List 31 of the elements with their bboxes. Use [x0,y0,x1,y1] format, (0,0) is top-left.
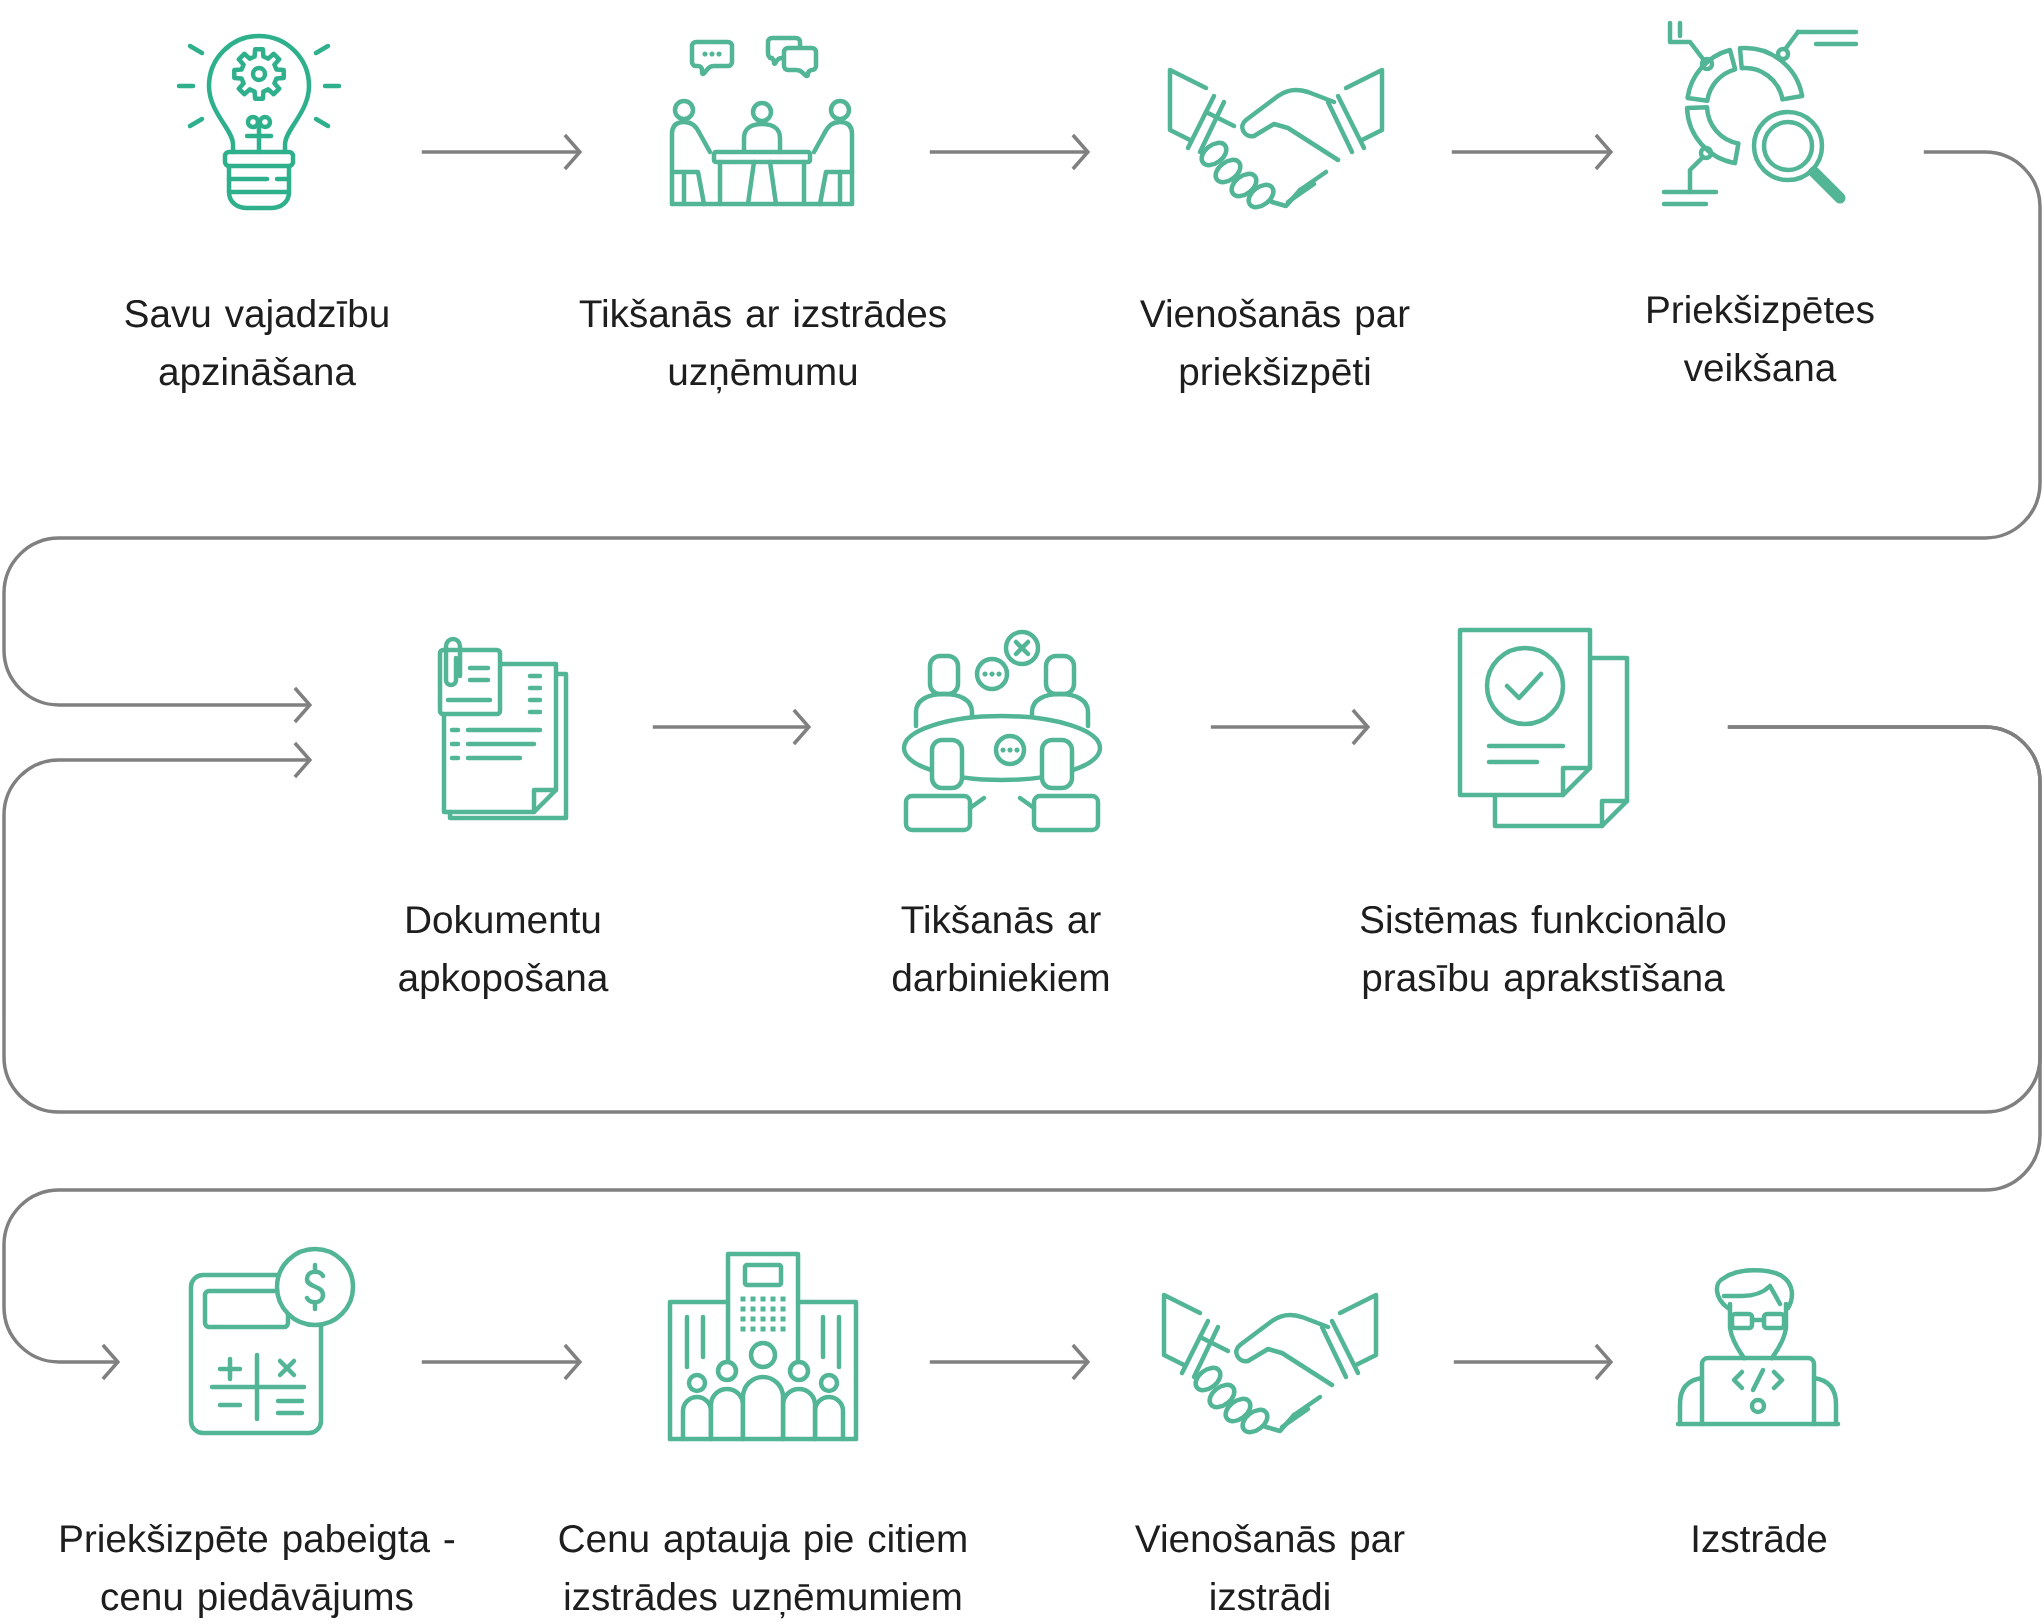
step-label: Tikšanās ar izstrādes uzņēmumu [579,298,946,394]
arrow [2,150,2042,724]
step-label: Izstrāde [1693,1524,1827,1553]
lightbulb-icon [176,33,342,211]
step-label: Priekšizpētes veikšana [1648,294,1874,382]
meeting-icon [669,35,855,207]
step-label: Priekšizpēte pabeigta - cenu piedāvājums [61,1523,455,1618]
calculator-icon [188,1246,356,1436]
arrow [1451,133,1614,171]
documents-icon [437,636,569,821]
round-table-meeting-icon [901,629,1103,833]
arrow [652,708,812,746]
developer-icon [1675,1268,1841,1427]
step-label: Dokumentu apkopošana [399,905,609,999]
step-label: Tikšanās ar darbiniekiem [892,904,1109,992]
office-building-icon [667,1251,859,1442]
arrow [2,725,2042,1381]
step-label: Vienošanās par priekšizpēti [1140,298,1410,393]
analytics-icon [1661,20,1859,207]
handshake-icon [1161,1292,1379,1435]
step-label: Vienošanās par izstrādi [1135,1523,1405,1611]
step-label: Cenu aptauja pie citiem izstrādes uzņēmumiem [559,1524,966,1619]
arrow [929,1343,1091,1381]
arrow [929,133,1091,171]
handshake-icon [1167,67,1385,210]
step-label: Savu vajadzību apzināšana [125,299,388,393]
arrow [421,1343,583,1381]
arrow [1210,708,1371,746]
approved-document-icon [1457,627,1630,829]
step-label: Sistēmas funkcionālo prasību aprakstīšana [1360,905,1726,999]
arrow [1453,1343,1614,1381]
